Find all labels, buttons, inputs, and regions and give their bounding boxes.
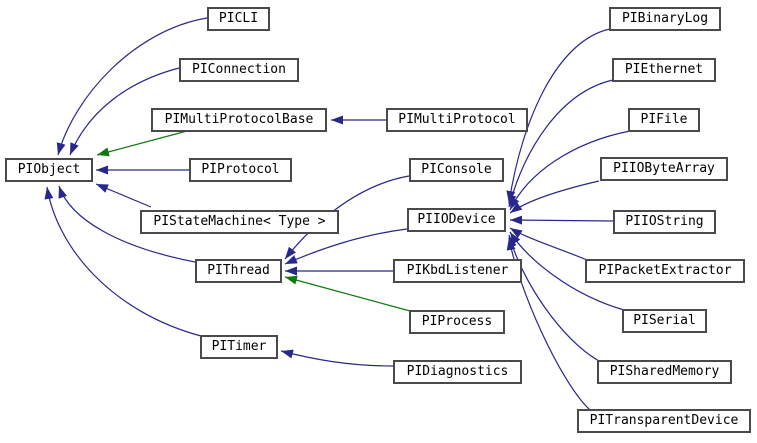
- edge-pidiagnostics-to-pitimer: [280, 349, 394, 367]
- class-node-piobject[interactable]: PIObject: [5, 158, 93, 182]
- edge-piiostring-to-piiodevice: [509, 215, 614, 225]
- edge-pitransparentdevice-to-piiodevice: [506, 237, 591, 411]
- edge-pifile-to-piiodevice: [509, 130, 631, 211]
- class-node-pidiagnostics[interactable]: PIDiagnostics: [393, 360, 522, 384]
- edge-pistatemachine-to-piobject: [95, 183, 152, 208]
- edge-piiodevice-to-pithread: [284, 228, 408, 265]
- class-node-pibinarylog[interactable]: PIBinaryLog: [609, 7, 721, 31]
- edge-piethernet-to-piiodevice: [507, 79, 614, 208]
- edge-pipacketextractor-to-piiodevice: [509, 227, 588, 261]
- class-node-pipacketextractor[interactable]: PIPacketExtractor: [585, 259, 745, 283]
- class-node-picli[interactable]: PICLI: [207, 7, 270, 31]
- class-node-pitransparentdevice[interactable]: PITransparentDevice: [577, 409, 751, 433]
- edge-picli-to-piobject: [56, 17, 208, 156]
- class-node-piprocess[interactable]: PIProcess: [409, 310, 505, 334]
- class-node-pimultiprotocol[interactable]: PIMultiProtocol: [386, 108, 528, 132]
- class-node-pimultiprotocolbase[interactable]: PIMultiProtocolBase: [151, 108, 327, 132]
- class-node-pifile[interactable]: PIFile: [628, 108, 700, 132]
- edge-pimultiprotocolbase-to-piobject: [96, 130, 188, 157]
- edge-piconnection-to-piobject: [69, 67, 180, 156]
- class-node-piethernet[interactable]: PIEthernet: [612, 58, 716, 82]
- edge-piprocess-to-pithread: [284, 275, 411, 312]
- class-node-piserial[interactable]: PISerial: [622, 309, 707, 333]
- edge-pisharedmemory-to-piiodevice: [507, 234, 600, 362]
- class-node-piiodevice[interactable]: PIIODevice: [407, 208, 506, 232]
- edge-pibinarylog-to-piiodevice: [506, 28, 611, 204]
- edge-piiobytearray-to-piiodevice: [509, 180, 600, 214]
- class-node-piconsole[interactable]: PIConsole: [409, 158, 504, 182]
- edge-pitimer-to-piobject: [44, 186, 202, 337]
- class-node-piprotocol[interactable]: PIProtocol: [189, 158, 292, 182]
- class-node-pisharedmemory[interactable]: PISharedMemory: [597, 360, 732, 384]
- class-node-pistatemachine[interactable]: PIStateMachine< Type >: [140, 210, 339, 234]
- edge-piserial-to-piiodevice: [509, 231, 625, 311]
- class-node-piiostring[interactable]: PIIOString: [613, 210, 716, 234]
- class-node-pithread[interactable]: PIThread: [195, 259, 282, 283]
- class-node-pitimer[interactable]: PITimer: [200, 335, 278, 359]
- class-node-piiobytearray[interactable]: PIIOByteArray: [600, 157, 728, 181]
- edge-pithread-to-piobject: [58, 185, 196, 263]
- class-node-pikbdlistener[interactable]: PIKbdListener: [393, 259, 522, 283]
- class-node-piconnection[interactable]: PIConnection: [179, 58, 299, 82]
